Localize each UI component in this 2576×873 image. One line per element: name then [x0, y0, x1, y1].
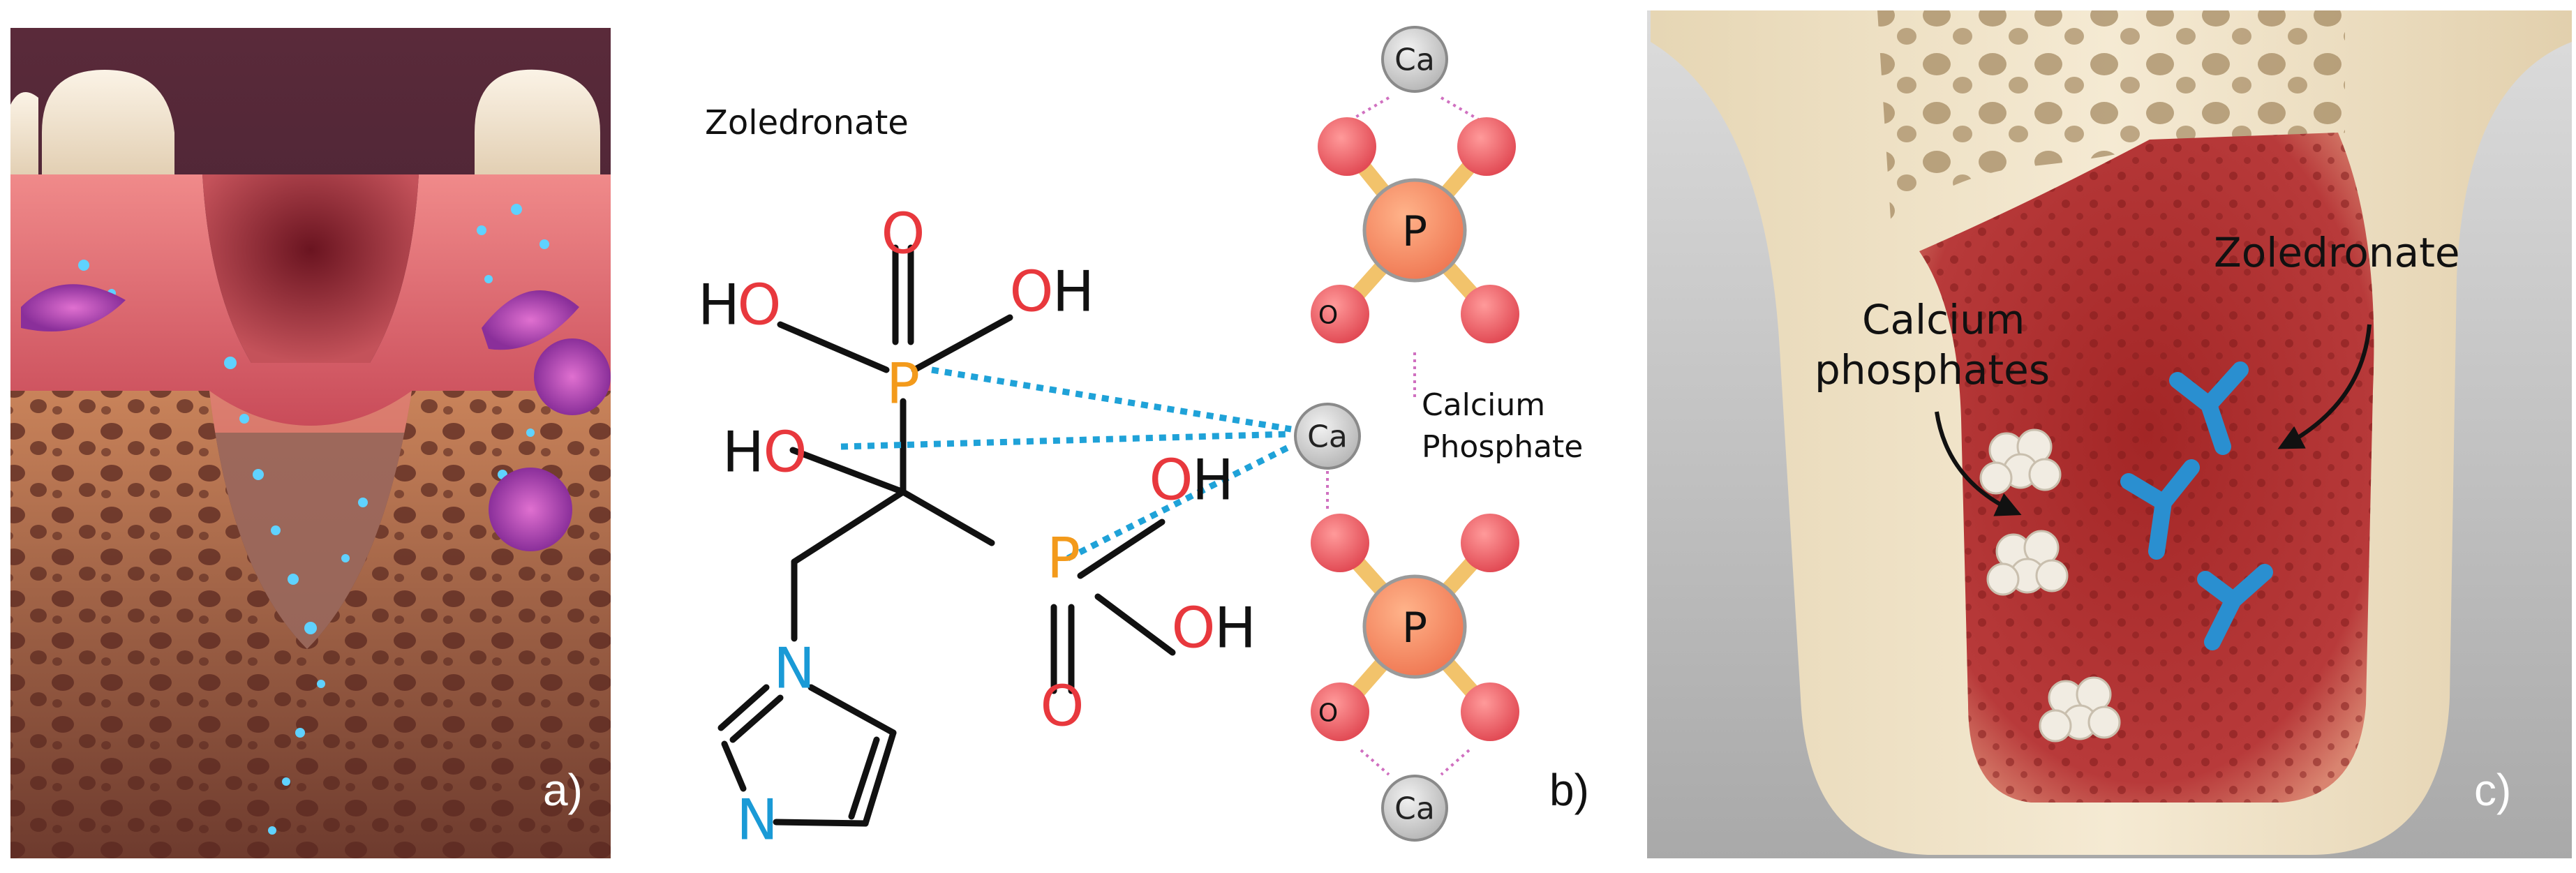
tooth-right: [475, 69, 600, 181]
panel-c-label: c): [2474, 765, 2512, 815]
calcium-ion-center-label: Ca: [1307, 419, 1348, 455]
coordination-line: [1440, 749, 1471, 776]
lower-phosphate-oxygen: [1311, 682, 1369, 741]
zoledronate-marker: [2169, 361, 2249, 455]
cell-left: [21, 284, 126, 331]
phosphorus-upper: P: [886, 352, 920, 417]
zoledronate-label: Zoledronate: [2214, 229, 2460, 276]
calcium-phosphates-arrow: [1935, 411, 2022, 516]
calcium-ion-bottom: [1381, 775, 1448, 842]
lower-phosphate-oxygen-label: O: [1318, 699, 1338, 728]
trabecular-bone: [1877, 10, 2345, 230]
upper-phosphate-oxygen: [1461, 285, 1519, 343]
calcium-phosphates-label-line2: phosphates: [1815, 346, 2050, 394]
calcium-ion-bottom-label: Ca: [1394, 791, 1435, 827]
hydroxyl-o-center: O: [764, 420, 807, 485]
extraction-defect: [202, 174, 419, 363]
nitrogen-ring-lower: N: [736, 788, 778, 853]
cell-right-upper: [482, 290, 579, 350]
calcium-phosphates-label-line1: Calcium: [1862, 296, 2025, 343]
lower-phosphorus-atom: [1362, 574, 1467, 679]
calcium-phosphate-label-line2: Phosphate: [1422, 429, 1583, 465]
zoledronate-marker: [2120, 459, 2200, 560]
phosphorus-lower: P: [1047, 526, 1080, 591]
cell-right-lower: [489, 468, 572, 551]
molecule-name: Zoledronate: [705, 103, 909, 142]
oxygen-lower: O: [1041, 674, 1085, 739]
calcium-phosphate-label-line1: Calcium: [1422, 387, 1545, 423]
upper-phosphorus-atom: [1362, 178, 1467, 283]
zoledronate-marker: [2197, 564, 2273, 650]
calcium-phosphate-granules: [1979, 428, 2121, 743]
tooth-edge-left: [10, 92, 38, 181]
defect-floor: [209, 391, 412, 649]
upper-phosphate-oxygen: [1318, 117, 1376, 176]
bond-lines: [717, 244, 1176, 827]
drug-particles: [78, 204, 549, 835]
socket-texture: [1919, 133, 2374, 803]
granule-cluster: [1979, 428, 2062, 495]
coordination-line: [1440, 96, 1484, 124]
hydroxyl-h-upper-left: H: [698, 273, 740, 338]
bone-porosity: [10, 391, 611, 858]
hydroxyl-o-upper-left: O: [738, 273, 782, 338]
oxygen-top: O: [881, 202, 925, 267]
upper-phosphate-oxygen: [1311, 285, 1369, 343]
hydroxyl-h-lower-right: H: [1214, 596, 1256, 661]
lower-phosphorus-label: P: [1402, 604, 1427, 652]
panel-b-chemical-structure: O H O O H P H O O H P O H O N N Zoledron…: [621, 0, 1640, 873]
granule-cluster: [2039, 676, 2121, 743]
calcium-ion-top-label: Ca: [1394, 43, 1435, 78]
ionic-interaction-lines: [840, 366, 1295, 562]
upper-phosphorus-label: P: [1402, 207, 1427, 256]
panel-b-label: b): [1549, 765, 1589, 815]
hydroxyl-h-center: H: [722, 420, 764, 485]
hydroxyl-o-right: O: [1149, 448, 1193, 513]
zoledronate-arrow: [2277, 324, 2372, 449]
calcium-ion-top: [1381, 26, 1448, 93]
nitrogen-ring-upper: N: [773, 636, 815, 701]
hydroxyl-h-upper-right: H: [1052, 260, 1094, 324]
lower-phosphate-oxygen: [1461, 514, 1519, 572]
upper-phosphate-oxygen: [1457, 117, 1516, 176]
zoledronate-markers: [2120, 361, 2273, 650]
coordination-line: [1360, 749, 1390, 776]
lower-phosphate-oxygen: [1461, 682, 1519, 741]
granule-cluster: [1986, 530, 2069, 596]
coordination-line: [1346, 96, 1390, 124]
lower-phosphate-oxygen: [1311, 514, 1369, 572]
tooth-socket-illustration: [10, 28, 611, 858]
hydroxyl-o-upper-right: O: [1010, 260, 1054, 324]
calcium-ion-center: [1294, 403, 1361, 470]
tooth-left: [42, 70, 174, 181]
panel-a-label: a): [543, 765, 583, 815]
cell-right-middle: [534, 338, 611, 415]
calcium-phosphate-model: Ca P O Ca: [1294, 26, 1519, 842]
gum-tissue: [10, 174, 611, 433]
upper-phosphate-oxygen-label: O: [1318, 301, 1338, 330]
panel-a-illustration: a): [0, 0, 621, 873]
panel-c-illustration: Calcium phosphates Zoledronate c): [1640, 0, 2576, 873]
hydroxyl-o-lower-right: O: [1172, 596, 1216, 661]
bone-socket-illustration: Calcium phosphates Zoledronate: [1647, 10, 2572, 858]
hydroxyl-h-right: H: [1192, 448, 1234, 513]
zoledronate-structure: O H O O H P H O O H P O H O N N Zoledron…: [698, 26, 1583, 853]
